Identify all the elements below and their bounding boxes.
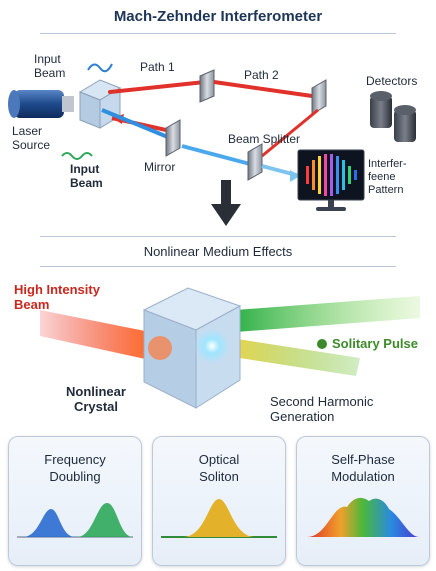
green-output-beam	[236, 296, 420, 332]
section2-divider-bottom	[40, 266, 396, 267]
high-intensity-beam-label: High Intensity Beam	[14, 282, 100, 312]
title-divider	[40, 33, 396, 34]
signal-wave-icon	[87, 63, 113, 73]
beam-splitter-icon	[247, 143, 263, 181]
optical-soliton-icon	[161, 499, 277, 538]
page-title: Mach-Zehnder Interferometer	[113, 8, 323, 25]
blue-beam	[101, 108, 176, 142]
interferometer-diagram	[8, 63, 416, 226]
interference-monitor-icon	[297, 149, 365, 211]
input-cube-icon	[78, 79, 122, 129]
second-harmonic-label: Second Harmonic Generation	[270, 394, 374, 424]
mirror-right-icon	[311, 79, 327, 115]
frequency-doubling-icon	[17, 503, 133, 538]
mirror-lower-icon	[165, 119, 181, 157]
card-frequency-doubling: Frequency Doubling	[8, 436, 142, 566]
path2-label: Path 2	[244, 68, 279, 82]
laser-source-icon	[8, 90, 74, 118]
solitary-pulse-label: Solitary Pulse	[332, 336, 418, 351]
input-beam-label-top: Input Beam	[34, 52, 66, 80]
card-title: Frequency Doubling	[44, 452, 106, 484]
interference-pattern-label: Interfer- feene Pattern	[368, 158, 407, 196]
path1-beam	[108, 80, 207, 94]
nonlinear-diagram	[40, 287, 420, 409]
nonlinear-crystal-label: Nonlinear Crystal	[66, 384, 126, 414]
section2-title: Nonlinear Medium Effects	[143, 244, 293, 259]
card-title: Optical Soliton	[198, 452, 240, 484]
card-self-phase-modulation: Self-Phase Modulation	[296, 436, 430, 566]
mirror-top-icon	[199, 69, 215, 103]
down-arrow-icon	[211, 180, 241, 226]
beam-splitter-label: Beam Splitter	[228, 132, 301, 146]
mirror-label: Mirror	[144, 160, 176, 174]
detectors-icon	[370, 91, 416, 142]
path1-label: Path 1	[140, 60, 175, 74]
card-optical-soliton: Optical Soliton	[152, 436, 286, 566]
card-title: Self-Phase Modulation	[331, 452, 395, 484]
yellow-output-beam	[214, 336, 360, 376]
self-phase-modulation-icon	[307, 497, 419, 537]
section2-divider-top	[40, 236, 396, 237]
detectors-label: Detectors	[366, 74, 418, 88]
input-beam-label-bottom: Input Beam	[70, 162, 103, 190]
laser-source-label: Laser Source	[12, 124, 51, 152]
path2-beam	[213, 80, 313, 98]
high-intensity-beam	[40, 310, 150, 360]
